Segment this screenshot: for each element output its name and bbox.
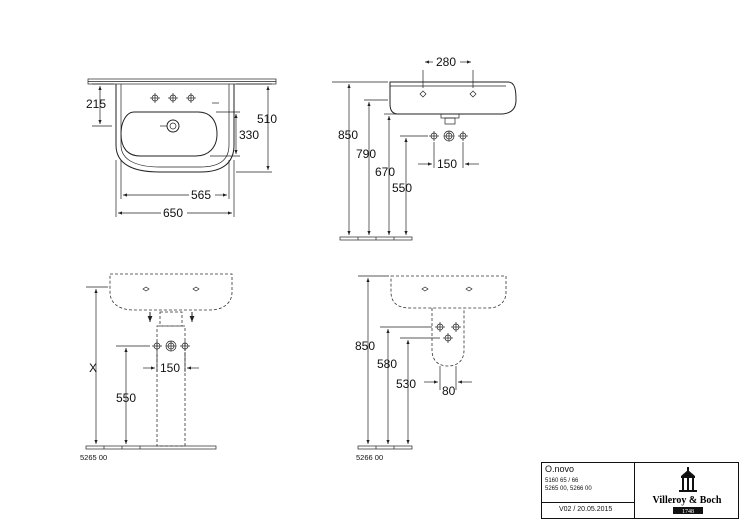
dim-850: 850 [338,128,358,142]
dim-150: 150 [437,157,457,171]
logo-year: 1748 [682,509,694,515]
dim-565: 565 [191,188,211,202]
article-code: 5266 00 [356,453,383,462]
front-view-pedestal: X 550 150 5265 00 [80,273,233,462]
dim-330: 330 [239,128,259,142]
tap-hole-icon [149,92,161,104]
tap-icon [151,340,163,352]
pedestal-dashed [156,325,186,447]
tap-icon [457,130,469,142]
dim-580: 580 [377,357,397,371]
tap-icon [179,340,191,352]
basin-dashed-outline [390,275,507,309]
floor-strip [85,445,217,450]
version-date: V02 / 20.05.2015 [559,506,613,513]
tap-icon [450,321,462,333]
dim-x: X [89,361,97,375]
basin-dashed-outline [109,273,233,311]
dim-80: 80 [442,384,456,398]
logo-wordmark: Villeroy & Boch [653,495,722,506]
product-name: O.novo [545,464,575,474]
dim-510: 510 [257,112,277,126]
dim-215: 215 [86,97,106,111]
article-code: 5265 00 [80,453,107,462]
dim-530: 530 [396,377,416,391]
tap-icon [442,332,454,344]
floor-strip [357,445,413,450]
basin-side-outline [389,81,517,115]
bowl-outline [120,111,218,157]
tap-hole-icon [167,92,179,104]
product-codes: 5160 65 / 66 5265 00, 5266 00 [545,477,592,493]
product-code-line: 5265 00, 5266 00 [545,486,592,492]
tap-icon [428,130,440,142]
dim-150: 150 [160,361,180,375]
top-view: 215 510 330 565 650 [86,78,277,220]
basin-outline [115,84,235,173]
dim-280: 280 [436,55,456,69]
side-view-semi-pedestal: 850 580 530 80 5266 00 [355,275,507,462]
dim-550: 550 [116,391,136,405]
brand-logo: Villeroy & Boch 1748 [653,467,722,515]
title-block: O.novo 5160 65 / 66 5265 00, 5266 00 V02… [541,462,739,519]
tap-hole-icon [185,92,197,104]
dim-650: 650 [163,206,183,220]
dim-550: 550 [392,181,412,195]
side-view-wall: 280 850 790 670 550 150 [332,55,517,241]
tap-icon [434,321,446,333]
tap-hole-icon [419,90,427,98]
semi-pedestal-dashed [431,308,465,367]
product-code-line: 5160 65 / 66 [545,478,579,484]
dim-850: 850 [355,339,375,353]
tap-hole-icon [469,90,477,98]
dim-790: 790 [356,147,376,161]
drain-icon [166,119,180,133]
dim-670: 670 [375,165,395,179]
